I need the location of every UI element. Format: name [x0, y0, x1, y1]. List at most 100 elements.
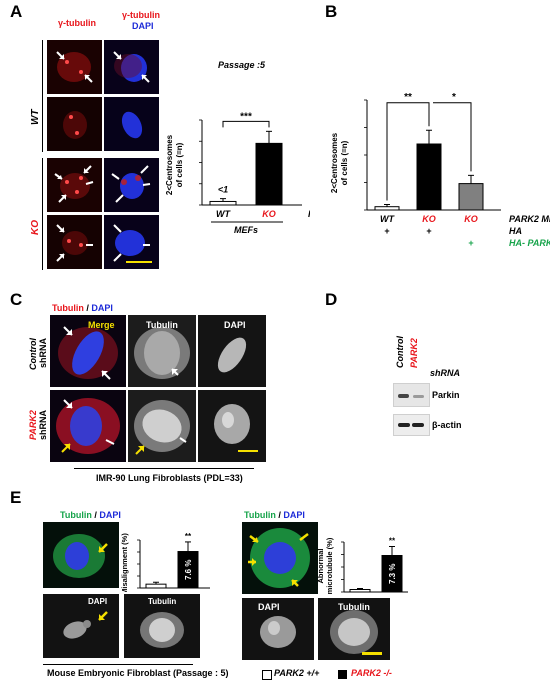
a-micro-wt2-gtub — [47, 97, 102, 151]
d-blot-parkin — [393, 383, 430, 407]
a-cat-0: WT — [216, 209, 231, 219]
a-micro-ko2-gtub — [47, 215, 102, 269]
e-right-dapi-label: DAPI — [258, 602, 280, 612]
a-annot-lt1: <1 — [218, 185, 228, 195]
c-col-tubulin: Tubulin — [146, 320, 178, 330]
a-gene: PARK2 — [308, 209, 310, 219]
E-right-bar-0 — [349, 589, 371, 593]
e-left-micro-tubulin — [124, 594, 200, 658]
chart-e-right-bars — [349, 546, 403, 593]
b-plus-ha-1: + — [426, 226, 431, 236]
b-ylabel-2: of cells (=n) — [340, 140, 349, 185]
chart-b-bars — [374, 129, 484, 211]
e-legend-wt-swatch — [262, 670, 272, 680]
e-right-tubulin-label: Tubulin — [338, 602, 370, 612]
a-sig: *** — [240, 111, 252, 122]
b-plus-haparkin: + — [468, 238, 473, 248]
b-sig2-bracket — [433, 102, 472, 172]
a-micro-wt1-gtub — [47, 40, 102, 94]
e-left-title-slash: / — [91, 510, 100, 520]
c-merge-label: Merge — [88, 320, 115, 330]
a-micro-ko1-gtub — [47, 158, 102, 212]
a-row-wt-bracket — [42, 40, 43, 152]
c-micro-park2-dapi — [198, 390, 266, 462]
b-row-haparkin: HA- PARK2 — [509, 238, 550, 248]
e-caption-line — [43, 664, 193, 665]
e-left-tubulin-label: Tubulin — [148, 597, 177, 606]
panel-label-a: A — [10, 2, 23, 21]
c-title-tubulin: Tubulin — [52, 303, 84, 313]
c-row1-b: shRNA — [38, 337, 48, 368]
A-bar-0 — [209, 200, 237, 206]
a-row-ko: KO — [30, 220, 41, 235]
a-row-wt: WT — [30, 109, 41, 125]
c-caption-line — [74, 468, 254, 469]
B-bar-0 — [374, 206, 400, 211]
c-micro-ctrl-dapi — [198, 315, 266, 387]
b-sig2: * — [452, 92, 456, 103]
d-band1: Parkin — [432, 390, 460, 400]
E-left-bar-1 — [177, 551, 199, 589]
a-passage: Passage :5 — [218, 60, 266, 70]
e-right-title: Tubulin / DAPI — [244, 510, 305, 520]
B-bar-1 — [416, 143, 442, 211]
e-left-micro-dapi — [43, 594, 119, 658]
a-row-ko-bracket — [42, 158, 43, 270]
b-ylabel-1: 2<Centrosomes — [330, 132, 339, 193]
c-caption: IMR-90 Lung Fibroblasts (PDL=33) — [96, 473, 243, 483]
a-group: MEFs — [234, 225, 258, 235]
a-cat-1: KO — [262, 209, 276, 219]
a-col-label-1: γ-tubulin — [58, 18, 96, 28]
c-title-slash: / — [83, 303, 92, 313]
e-right-micro-dapi — [242, 598, 314, 660]
c-micro-ctrl-merge — [50, 315, 126, 387]
a-micro-wt2-merge — [104, 97, 159, 151]
d-col1: Control — [395, 336, 405, 368]
c-col-dapi: DAPI — [224, 320, 246, 330]
chart-e-left: Misalignment (%)**7.6 % — [120, 532, 210, 592]
b-plus-ha-0: + — [384, 226, 389, 236]
d-band2: β-actin — [432, 420, 462, 430]
chart-e-left-axis — [137, 539, 210, 589]
b-cat-1: KO — [422, 214, 436, 224]
d-shrna: shRNA — [430, 368, 461, 378]
e-right-title-dapi: DAPI — [283, 510, 305, 520]
a-col-label-2b: DAPI — [132, 21, 154, 31]
c-row2-b: shRNA — [38, 409, 48, 440]
e-legend-ko: PARK2 -/- — [351, 668, 392, 678]
panel-label-e: E — [10, 488, 22, 507]
e-right-title-tubulin: Tubulin — [244, 510, 276, 520]
c-title-dapi: DAPI — [91, 303, 113, 313]
e-left-title-dapi: DAPI — [99, 510, 121, 520]
el-pct: 7.6 % — [184, 560, 193, 580]
b-row-gene: PARK2 MEFs — [509, 214, 550, 224]
c-micro-ctrl-tubulin — [128, 315, 196, 387]
el-ylabel: Misalignment (%) — [120, 533, 129, 592]
a-ylabel-1: 2<Centrosomes — [165, 134, 174, 195]
e-left-dapi-label: DAPI — [88, 597, 108, 606]
c-row2-a: PARK2 — [28, 410, 38, 440]
er-pct: 7.3 % — [388, 564, 397, 584]
a-micro-ko2-merge — [104, 215, 159, 269]
e-legend-ko-swatch — [338, 670, 347, 679]
a-micro-ko1-merge — [104, 158, 159, 212]
E-left-bar-0 — [145, 583, 167, 589]
chart-a-axis — [199, 119, 302, 206]
b-sig1-bracket — [386, 102, 430, 201]
e-left-micro-merge — [43, 522, 119, 588]
panel-label-d: D — [325, 290, 338, 309]
er-ylabel-2: microtubule (%) — [325, 537, 334, 594]
er-ylabel-1: Abnormal — [316, 548, 325, 583]
c-row1-a: Control — [28, 338, 38, 370]
panel-label-c: C — [10, 290, 23, 309]
B-bar-2 — [458, 183, 484, 211]
b-cat-0: WT — [380, 214, 395, 224]
e-left-title: Tubulin / DAPI — [60, 510, 121, 520]
panel-label-b: B — [325, 2, 338, 21]
a-col-label-2a: γ-tubulin — [122, 10, 160, 20]
